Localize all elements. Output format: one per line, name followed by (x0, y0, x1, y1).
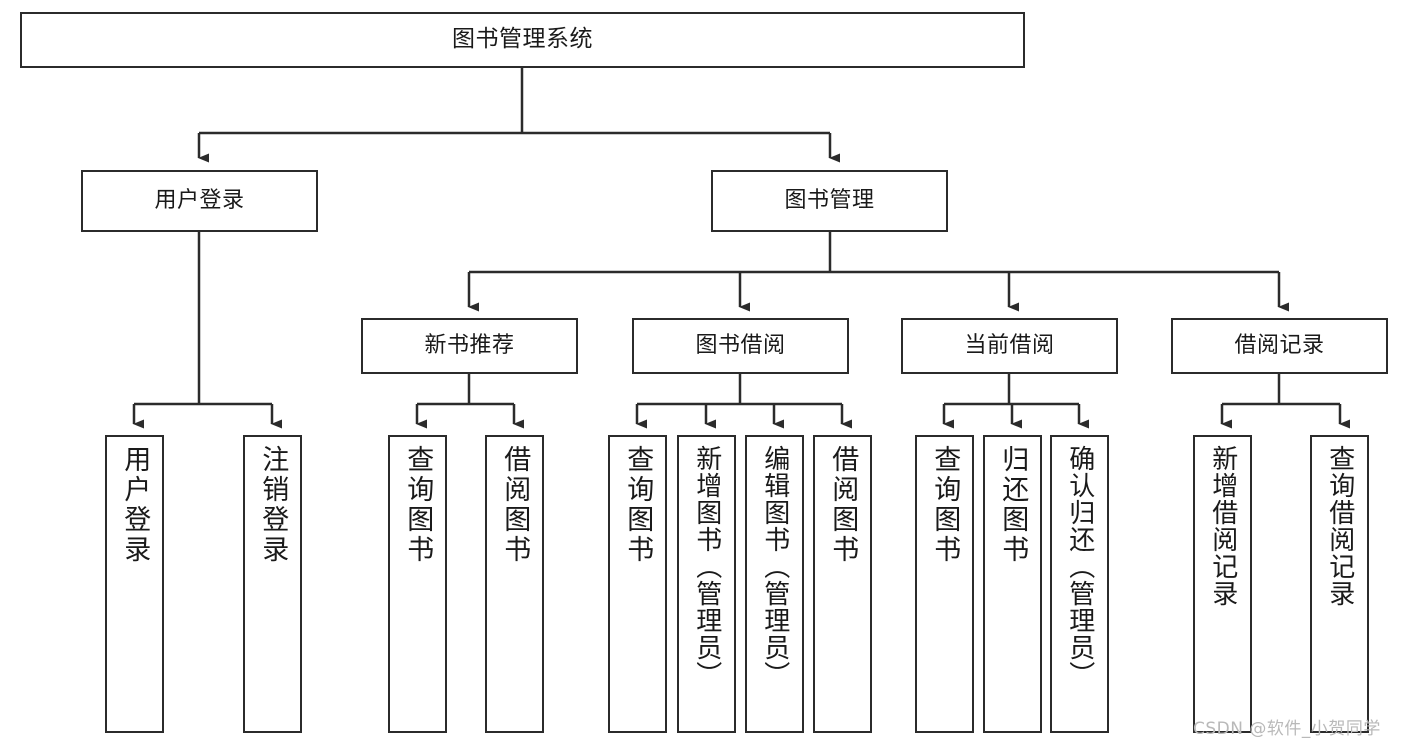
leaf-book-borrow-edit[interactable]: 编辑图书（管理员） (745, 435, 804, 733)
node-label: 新书推荐 (424, 333, 515, 359)
node-label: 用户登录 (119, 445, 151, 565)
node-user-login[interactable]: 用户登录 (81, 170, 318, 232)
node-label: 图书管理系统 (452, 26, 593, 53)
leaf-current-borrow-return[interactable]: 归还图书 (983, 435, 1042, 733)
leaf-borrow-record-add[interactable]: 新增借阅记录 (1193, 435, 1252, 733)
node-label: 当前借阅 (964, 333, 1055, 359)
watermark-text: CSDN @软件_小贺同学 (1193, 719, 1381, 739)
node-current-borrow[interactable]: 当前借阅 (901, 318, 1118, 374)
node-label: 归还图书 (997, 445, 1029, 565)
node-label: 用户登录 (154, 188, 245, 214)
node-borrow-record[interactable]: 借阅记录 (1171, 318, 1388, 374)
node-label: 新增借阅记录 (1207, 445, 1238, 607)
node-label: 查询图书 (402, 445, 434, 565)
node-label: 图书借阅 (695, 333, 786, 359)
leaf-user-login-login[interactable]: 用户登录 (105, 435, 164, 733)
leaf-new-book-borrow[interactable]: 借阅图书 (485, 435, 544, 733)
leaf-user-login-logout[interactable]: 注销登录 (243, 435, 302, 733)
node-new-book-recommend[interactable]: 新书推荐 (361, 318, 578, 374)
node-label: 注销登录 (257, 445, 289, 565)
leaf-current-borrow-query[interactable]: 查询图书 (915, 435, 974, 733)
leaf-new-book-query[interactable]: 查询图书 (388, 435, 447, 733)
node-label: 确认归还（管理员） (1064, 445, 1095, 688)
node-label: 新增图书（管理员） (691, 445, 722, 688)
leaf-borrow-record-query[interactable]: 查询借阅记录 (1310, 435, 1369, 733)
leaf-book-borrow-add[interactable]: 新增图书（管理员） (677, 435, 736, 733)
node-label: 借阅图书 (499, 445, 531, 565)
leaf-book-borrow-borrow[interactable]: 借阅图书 (813, 435, 872, 733)
node-label: 借阅记录 (1234, 333, 1325, 359)
node-label: 查询图书 (622, 445, 654, 565)
node-label: 编辑图书（管理员） (759, 445, 790, 688)
leaf-current-borrow-confirm-return[interactable]: 确认归还（管理员） (1050, 435, 1109, 733)
node-book-borrow[interactable]: 图书借阅 (632, 318, 849, 374)
node-label: 查询图书 (929, 445, 961, 565)
node-label: 借阅图书 (827, 445, 859, 565)
node-root-book-management-system[interactable]: 图书管理系统 (20, 12, 1025, 68)
node-book-management[interactable]: 图书管理 (711, 170, 948, 232)
node-label: 图书管理 (784, 188, 875, 214)
leaf-book-borrow-query[interactable]: 查询图书 (608, 435, 667, 733)
node-label: 查询借阅记录 (1324, 445, 1355, 607)
